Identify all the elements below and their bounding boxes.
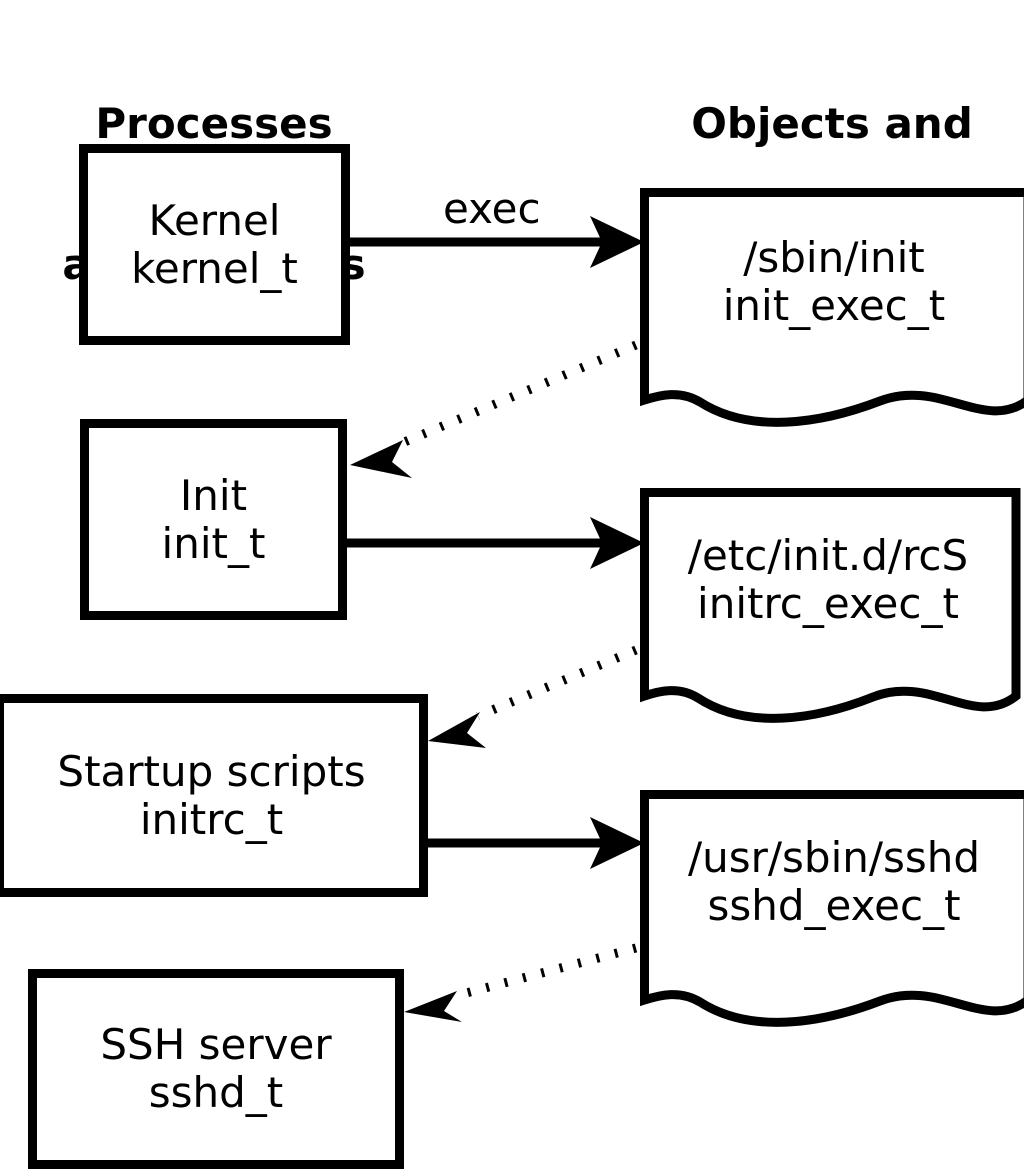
document-shape-icon <box>640 188 1024 427</box>
process-box-kernel-name: Kernel <box>148 195 281 245</box>
process-box-init-name: Init <box>179 470 248 520</box>
process-box-init-type: init_t <box>161 518 266 568</box>
edge-init-exec-initrc <box>347 517 644 569</box>
process-box-init[interactable]: Init init_t <box>80 419 347 620</box>
document-shape-icon <box>640 790 1024 1027</box>
process-box-initrc[interactable]: Startup scripts initrc_t <box>0 694 428 897</box>
object-doc-initrc-exec[interactable]: /etc/init.d/rcS initrc_exec_t <box>640 488 1021 732</box>
edge-initrc-exec-sshd <box>428 817 644 869</box>
edge-label-exec: exec <box>443 184 541 233</box>
object-doc-sshd-exec[interactable]: /usr/sbin/sshd sshd_exec_t <box>640 790 1024 1036</box>
process-box-sshd-name: SSH server <box>100 1020 332 1069</box>
process-box-sshd[interactable]: SSH server sshd_t <box>28 969 404 1169</box>
process-box-kernel-type: kernel_t <box>131 243 298 293</box>
document-shape-icon <box>640 488 1021 723</box>
object-doc-init-exec[interactable]: /sbin/init init_exec_t <box>640 188 1024 436</box>
process-box-sshd-type: sshd_t <box>148 1068 284 1117</box>
process-box-kernel[interactable]: Kernel kernel_t <box>79 144 350 345</box>
process-box-initrc-name: Startup scripts <box>57 746 366 796</box>
process-box-initrc-type: initrc_t <box>139 794 284 844</box>
edge-initrc-exec-to-initrc <box>428 645 638 748</box>
column-header-objects-line1: Objects and <box>691 99 973 148</box>
column-header-processes-line1: Processes <box>95 99 333 148</box>
edge-sshd-exec-to-sshd <box>404 943 638 1022</box>
